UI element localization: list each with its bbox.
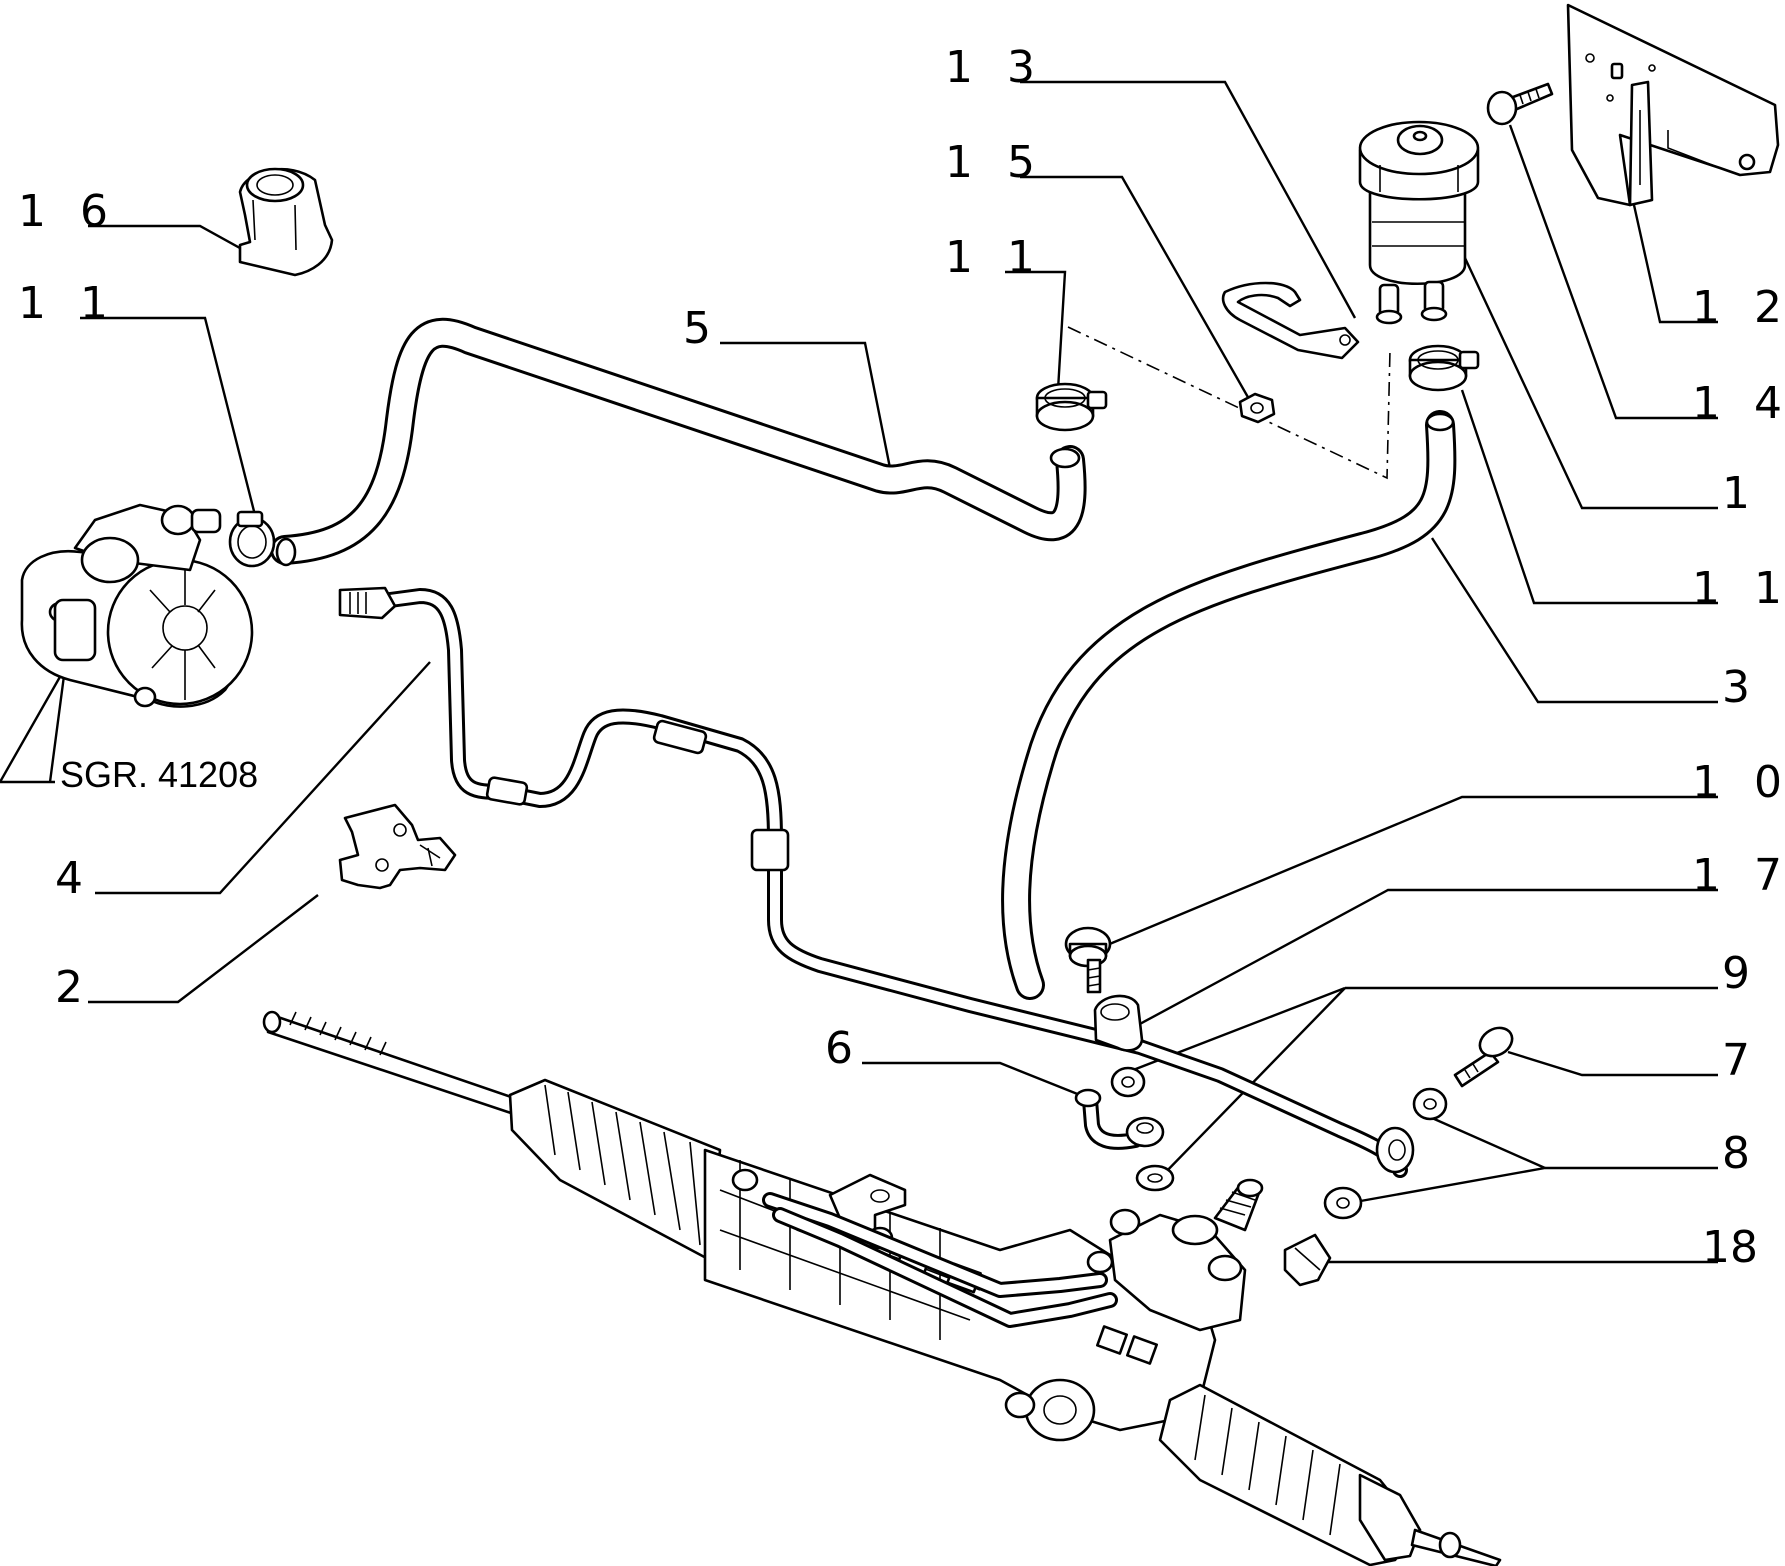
leader-11-right bbox=[1460, 389, 1718, 605]
leader-pump bbox=[0, 667, 67, 784]
callout-4: 4 bbox=[55, 853, 83, 904]
bolt-14 bbox=[1486, 82, 1554, 126]
hose-5-end-upper bbox=[1049, 447, 1081, 469]
leader-5 bbox=[720, 341, 892, 469]
callout-2: 2 bbox=[55, 962, 83, 1013]
hose-3 bbox=[1001, 410, 1457, 1000]
leader-11-left bbox=[80, 316, 260, 528]
boot-right bbox=[1158, 1383, 1422, 1566]
pipe-4-sleeve-2 bbox=[652, 719, 708, 755]
union-pipe-6 bbox=[1074, 1088, 1165, 1150]
boot-left bbox=[508, 1078, 722, 1262]
leader-3 bbox=[1430, 537, 1718, 704]
callout-numbers: 1 3 1 5 1 1 1 6 1 1 5 1 2 1 4 1 1 1 3 1 … bbox=[18, 42, 1785, 1273]
washer-8-lower bbox=[1323, 1186, 1363, 1220]
callout-5: 5 bbox=[683, 303, 711, 354]
callout-1: 1 bbox=[1722, 468, 1750, 519]
callout-11-top: 1 1 bbox=[945, 232, 1045, 283]
clamp-bracket-16 bbox=[238, 167, 334, 277]
reservoir-strap-13 bbox=[1221, 281, 1360, 360]
steering-rack bbox=[262, 1010, 1502, 1566]
washer-9-upper bbox=[1110, 1066, 1146, 1098]
pipe-4-sleeve-1 bbox=[485, 776, 529, 806]
hose-5 bbox=[270, 317, 1087, 567]
leader-2 bbox=[88, 894, 319, 1004]
leader-14 bbox=[1508, 124, 1718, 420]
leader-4 bbox=[95, 661, 431, 895]
callout-9: 9 bbox=[1722, 948, 1750, 999]
callout-6: 6 bbox=[825, 1023, 853, 1074]
callout-11-right: 1 1 bbox=[1692, 563, 1785, 614]
hose-5-end-lower bbox=[275, 537, 297, 567]
clip-17 bbox=[1093, 994, 1144, 1052]
leader-15 bbox=[1020, 175, 1255, 407]
leader-17 bbox=[1137, 888, 1718, 1027]
pipe-4 bbox=[338, 586, 1415, 1178]
bracket-plate-12 bbox=[1566, 3, 1780, 207]
leader-8b bbox=[1354, 1166, 1546, 1204]
pipe-4-fitting bbox=[338, 586, 397, 620]
callout-8: 8 bbox=[1722, 1128, 1750, 1179]
valve-body bbox=[1108, 1213, 1247, 1332]
hose-clamp-right bbox=[1408, 344, 1480, 392]
callout-3: 3 bbox=[1722, 662, 1750, 713]
leader-13 bbox=[1020, 80, 1357, 319]
callout-15: 1 5 bbox=[945, 137, 1045, 188]
callout-11-left: 1 1 bbox=[18, 278, 118, 329]
washer-8-upper bbox=[1412, 1087, 1448, 1121]
hose-clamp-top bbox=[1035, 382, 1108, 432]
callout-12: 1 2 bbox=[1692, 282, 1785, 333]
bolt-10 bbox=[1064, 926, 1112, 994]
callout-17: 1 7 bbox=[1692, 850, 1785, 901]
washer-9-lower bbox=[1135, 1164, 1175, 1192]
pipe-4-banjo-hole bbox=[1388, 1139, 1406, 1161]
hose-clamp-left bbox=[228, 510, 276, 568]
callout-16: 1 6 bbox=[18, 186, 118, 237]
nut-15 bbox=[1238, 392, 1276, 424]
leader-16 bbox=[88, 224, 259, 260]
callout-13: 1 3 bbox=[945, 42, 1045, 93]
pipe-4-banjo-end bbox=[1375, 1126, 1415, 1174]
hose-3-end bbox=[1425, 412, 1455, 432]
fluid-reservoir bbox=[1358, 120, 1480, 325]
callout-18: 18 bbox=[1702, 1222, 1758, 1273]
callout-7: 7 bbox=[1722, 1035, 1750, 1086]
leader-7 bbox=[1507, 1050, 1718, 1077]
centerline-reservoir bbox=[1067, 326, 1391, 480]
leader-12 bbox=[1630, 195, 1718, 324]
pump-reference-label: SGR. 41208 bbox=[60, 754, 258, 795]
connector-18 bbox=[1283, 1233, 1332, 1287]
mount-boss bbox=[1024, 1378, 1096, 1442]
leader-11-top bbox=[1005, 270, 1067, 391]
leader-8a bbox=[1431, 1116, 1546, 1170]
callout-14: 1 4 bbox=[1692, 378, 1785, 429]
bracket-2 bbox=[338, 803, 457, 890]
power-steering-pump bbox=[20, 503, 254, 708]
leader-1 bbox=[1463, 257, 1718, 510]
pipe-4-sleeve-3 bbox=[750, 828, 790, 872]
bolt-7 bbox=[1453, 1026, 1514, 1088]
leader-6 bbox=[862, 1061, 1086, 1099]
leader-10 bbox=[1099, 795, 1718, 950]
callout-10: 1 0 bbox=[1692, 757, 1785, 808]
